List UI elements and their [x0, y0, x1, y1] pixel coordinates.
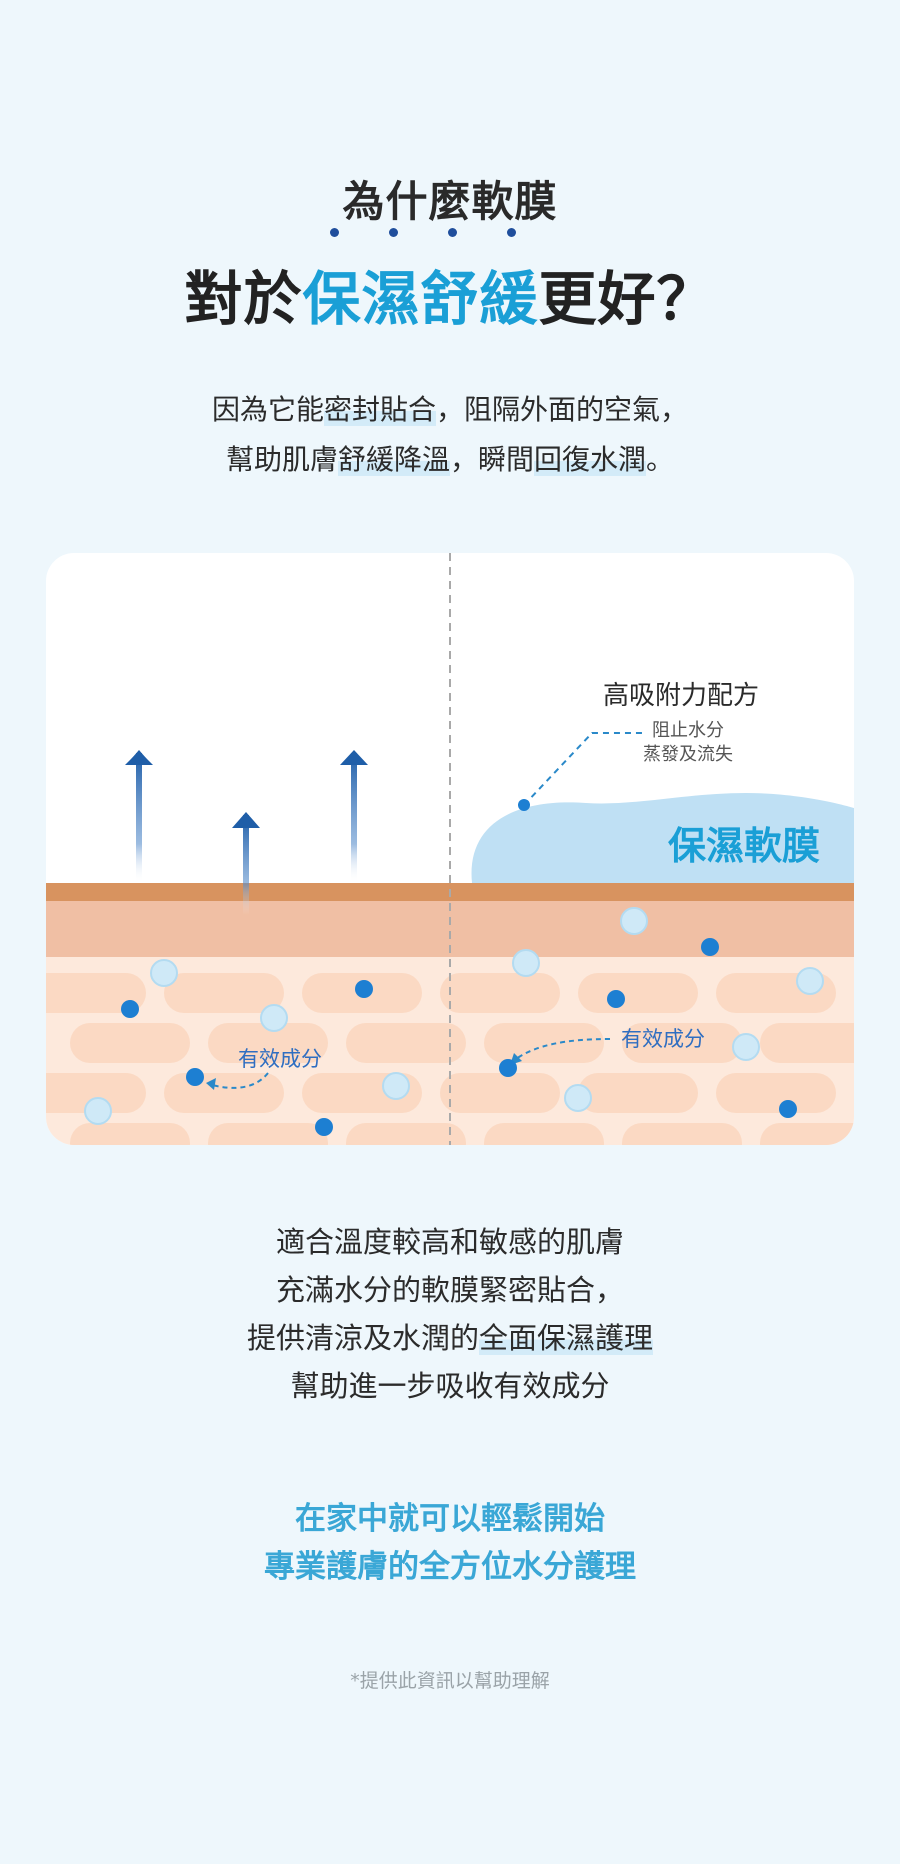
formula-label: 高吸附力配方	[603, 681, 760, 711]
callout-dot	[518, 799, 530, 811]
cta-line1: 在家中就可以輕鬆開始	[295, 1501, 605, 1537]
evaporation-arrows	[125, 750, 368, 915]
mask-label: 保濕軟膜	[668, 824, 821, 868]
benefits-line2: 充滿水分的軟膜緊密貼合，	[275, 1273, 624, 1307]
arrow-up-icon	[340, 750, 368, 765]
skin-cross-section-diagram	[46, 553, 854, 1145]
intro-text-segment: 幫助肌膚	[225, 443, 338, 476]
benefits-marked-segment: 全面保濕護理	[479, 1321, 654, 1355]
mask-layer	[471, 793, 854, 883]
emphasis-dots	[0, 228, 900, 240]
intro-marked-segment: 回復水潤	[534, 443, 647, 476]
title-suffix: 更好？	[538, 265, 716, 333]
intro-text: 因為它能密封貼合，阻隔外面的空氣， 幫助肌膚舒緩降溫，瞬間回復水潤。	[0, 385, 900, 485]
moisture-lock-line2: 蒸發及流失	[643, 744, 733, 765]
active-ingredient-dots	[121, 938, 797, 1136]
benefits-line1: 適合溫度較高和敏感的肌膚	[275, 1225, 624, 1259]
emphasis-dot	[330, 228, 339, 237]
emphasis-dot	[448, 228, 457, 237]
moisture-lock-line1: 阻止水分	[652, 720, 724, 741]
intro-line2: 幫助肌膚舒緩降溫，瞬間回復水潤。	[0, 435, 900, 485]
title-line2: 對於保濕舒緩更好？	[0, 252, 900, 336]
moisture-lock-label: 阻止水分 蒸發及流失	[643, 719, 733, 767]
benefits-text: 適合溫度較高和敏感的肌膚 充滿水分的軟膜緊密貼合， 提供清涼及水潤的全面保濕護理…	[0, 1218, 900, 1410]
skin-illustration-card: 高吸附力配方 阻止水分 蒸發及流失 保濕軟膜 有效成分 有效成分	[46, 553, 854, 1145]
moisture-bubbles	[84, 907, 824, 1125]
formula-callout-line	[523, 732, 644, 806]
intro-marked-segment: 密封貼合	[323, 393, 436, 426]
cta-line2: 專業護膚的全方位水分護理	[264, 1549, 636, 1585]
intro-text-segment: ，阻隔外面的空氣，	[436, 393, 689, 426]
active-ingredient-label-right: 有效成分	[621, 1027, 705, 1051]
skin-cells	[46, 973, 854, 1145]
arrow-up-icon	[232, 812, 260, 828]
intro-text-segment: 。	[646, 443, 675, 476]
emphasis-dot	[507, 228, 516, 237]
benefits-line4: 幫助進一步吸收有效成分	[290, 1369, 610, 1403]
intro-text-segment: ，瞬間	[449, 443, 534, 476]
active-ingredient-label-left: 有效成分	[238, 1047, 322, 1071]
intro-text-segment: 因為它能	[211, 393, 324, 426]
intro-line1: 因為它能密封貼合，阻隔外面的空氣，	[0, 385, 900, 435]
title-highlight: 保濕舒緩	[302, 265, 539, 333]
title-line1: 為什麼軟膜	[342, 177, 558, 226]
emphasis-dot	[389, 228, 398, 237]
benefits-text-segment: 提供清涼及水潤的	[246, 1321, 479, 1355]
title-prefix: 對於	[184, 265, 303, 333]
footnote: *提供此資訊以幫助理解	[350, 1670, 550, 1692]
benefits-line3: 提供清涼及水潤的全面保濕護理	[0, 1314, 900, 1362]
active-arrow-left	[211, 1072, 269, 1089]
intro-marked-segment: 舒緩降溫	[337, 443, 450, 476]
cta-text: 在家中就可以輕鬆開始 專業護膚的全方位水分護理	[0, 1495, 900, 1591]
active-arrow-right	[515, 1038, 611, 1060]
